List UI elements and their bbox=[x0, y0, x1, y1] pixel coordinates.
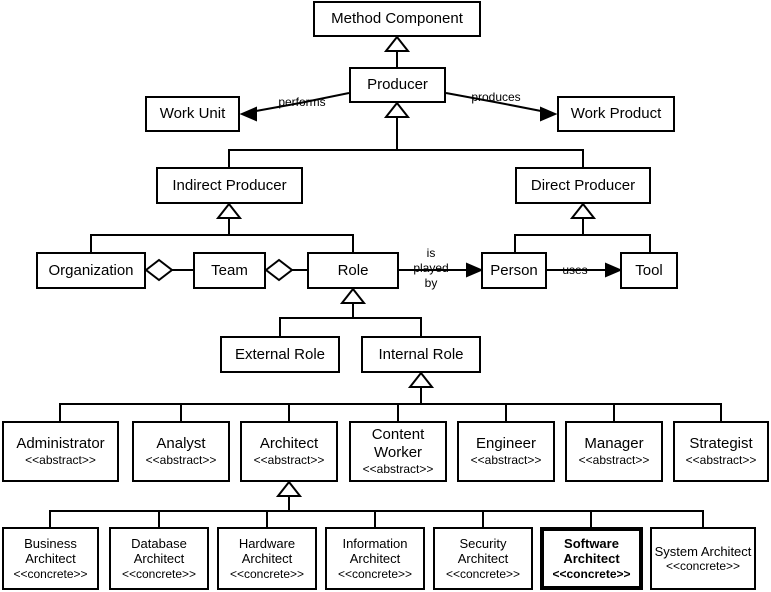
node-system-architect: System Architect <<concrete>> bbox=[650, 527, 756, 590]
label-is-played-by: is played by bbox=[413, 246, 449, 290]
node-administrator: Administrator <<abstract>> bbox=[2, 421, 119, 482]
node-name: Engineer bbox=[475, 435, 537, 453]
node-name: Role bbox=[337, 261, 369, 279]
edge-indirect-children bbox=[90, 218, 354, 252]
edge-performs bbox=[255, 92, 350, 112]
node-name: Method Component bbox=[331, 10, 463, 27]
node-name: Hardware Architect bbox=[238, 535, 296, 567]
node-hardware-architect: Hardware Architect <<concrete>> bbox=[217, 527, 317, 590]
association-arrowhead bbox=[605, 262, 623, 278]
node-security-architect: Security Architect <<concrete>> bbox=[433, 527, 533, 590]
node-method-component: Method Component bbox=[313, 1, 481, 37]
node-stereotype: <<abstract>> bbox=[685, 453, 757, 468]
node-database-architect: Database Architect <<concrete>> bbox=[109, 527, 209, 590]
node-name: Database Architect bbox=[131, 535, 187, 567]
node-stereotype: <<abstract>> bbox=[362, 462, 434, 477]
node-external-role: External Role bbox=[220, 336, 340, 373]
generalization-arrowhead bbox=[383, 101, 411, 118]
generalization-arrowhead bbox=[407, 371, 435, 388]
edge-architect-children bbox=[49, 496, 704, 527]
node-name: Content Worker bbox=[371, 426, 425, 462]
edge-produces bbox=[445, 92, 542, 112]
node-name: Person bbox=[490, 261, 538, 279]
node-person: Person bbox=[481, 252, 547, 289]
node-team: Team bbox=[193, 252, 266, 289]
edge-producer-children bbox=[228, 117, 584, 167]
node-stereotype: <<concrete>> bbox=[552, 566, 631, 581]
node-stereotype: <<concrete>> bbox=[121, 566, 197, 581]
node-architect: Architect <<abstract>> bbox=[240, 421, 338, 482]
label-performs: performs bbox=[278, 95, 326, 109]
node-stereotype: <<concrete>> bbox=[229, 566, 305, 581]
node-indirect-producer: Indirect Producer bbox=[156, 167, 303, 204]
node-name: Producer bbox=[367, 76, 428, 93]
node-name: Manager bbox=[584, 435, 644, 453]
node-name: Administrator bbox=[16, 435, 105, 453]
node-name: Business Architect bbox=[24, 535, 77, 567]
node-organization: Organization bbox=[36, 252, 146, 289]
label-produces: produces bbox=[471, 90, 521, 104]
node-information-architect: Information Architect <<concrete>> bbox=[325, 527, 425, 590]
node-name: External Role bbox=[234, 345, 326, 363]
node-name: Architect bbox=[259, 435, 319, 453]
node-name: Internal Role bbox=[378, 345, 464, 363]
node-manager: Manager <<abstract>> bbox=[565, 421, 663, 482]
node-stereotype: <<concrete>> bbox=[13, 566, 88, 581]
node-name: Strategist bbox=[689, 435, 753, 453]
node-work-product: Work Product bbox=[557, 96, 675, 132]
node-name: Work Product bbox=[570, 105, 662, 122]
node-stereotype: <<abstract>> bbox=[25, 453, 96, 468]
node-name: Team bbox=[211, 261, 248, 279]
node-analyst: Analyst <<abstract>> bbox=[132, 421, 230, 482]
edge-direct-children bbox=[514, 218, 651, 252]
node-stereotype: <<abstract>> bbox=[470, 453, 542, 468]
generalization-arrowhead bbox=[339, 287, 367, 304]
node-software-architect: Software Architect <<concrete>> bbox=[540, 527, 643, 590]
node-stereotype: <<abstract>> bbox=[578, 453, 650, 468]
node-strategist: Strategist <<abstract>> bbox=[673, 421, 769, 482]
node-producer: Producer bbox=[349, 67, 446, 103]
node-work-unit: Work Unit bbox=[145, 96, 240, 132]
node-stereotype: <<concrete>> bbox=[445, 566, 521, 581]
node-stereotype: <<abstract>> bbox=[145, 453, 217, 468]
node-name: Indirect Producer bbox=[172, 176, 287, 194]
aggregation-diamond bbox=[144, 258, 174, 282]
node-direct-producer: Direct Producer bbox=[515, 167, 651, 204]
node-name: Tool bbox=[635, 261, 663, 279]
node-name: Security Architect bbox=[457, 535, 509, 567]
edge-role-children bbox=[279, 303, 422, 336]
generalization-arrowhead bbox=[383, 35, 411, 52]
edge-internal-role-children bbox=[59, 387, 722, 421]
node-name: Direct Producer bbox=[530, 176, 636, 194]
node-internal-role: Internal Role bbox=[361, 336, 481, 373]
label-uses: uses bbox=[562, 263, 588, 277]
association-arrowhead bbox=[239, 106, 257, 122]
node-content-worker: Content Worker <<abstract>> bbox=[349, 421, 447, 482]
node-name: Organization bbox=[48, 261, 134, 279]
node-stereotype: <<concrete>> bbox=[665, 559, 741, 574]
node-role: Role bbox=[307, 252, 399, 289]
node-stereotype: <<abstract>> bbox=[253, 453, 325, 468]
node-name: Software Architect bbox=[563, 535, 620, 567]
node-tool: Tool bbox=[620, 252, 678, 289]
association-arrowhead bbox=[466, 262, 484, 278]
node-business-architect: Business Architect <<concrete>> bbox=[2, 527, 99, 590]
generalization-arrowhead bbox=[569, 202, 597, 219]
node-name: Analyst bbox=[156, 435, 206, 453]
node-name: Information Architect bbox=[342, 535, 408, 567]
node-name: System Architect bbox=[654, 543, 752, 559]
generalization-arrowhead bbox=[275, 480, 303, 497]
aggregation-diamond bbox=[264, 258, 294, 282]
node-name: Work Unit bbox=[159, 105, 226, 122]
node-stereotype: <<concrete>> bbox=[337, 566, 413, 581]
generalization-arrowhead bbox=[215, 202, 243, 219]
association-arrowhead bbox=[540, 106, 558, 122]
node-engineer: Engineer <<abstract>> bbox=[457, 421, 555, 482]
